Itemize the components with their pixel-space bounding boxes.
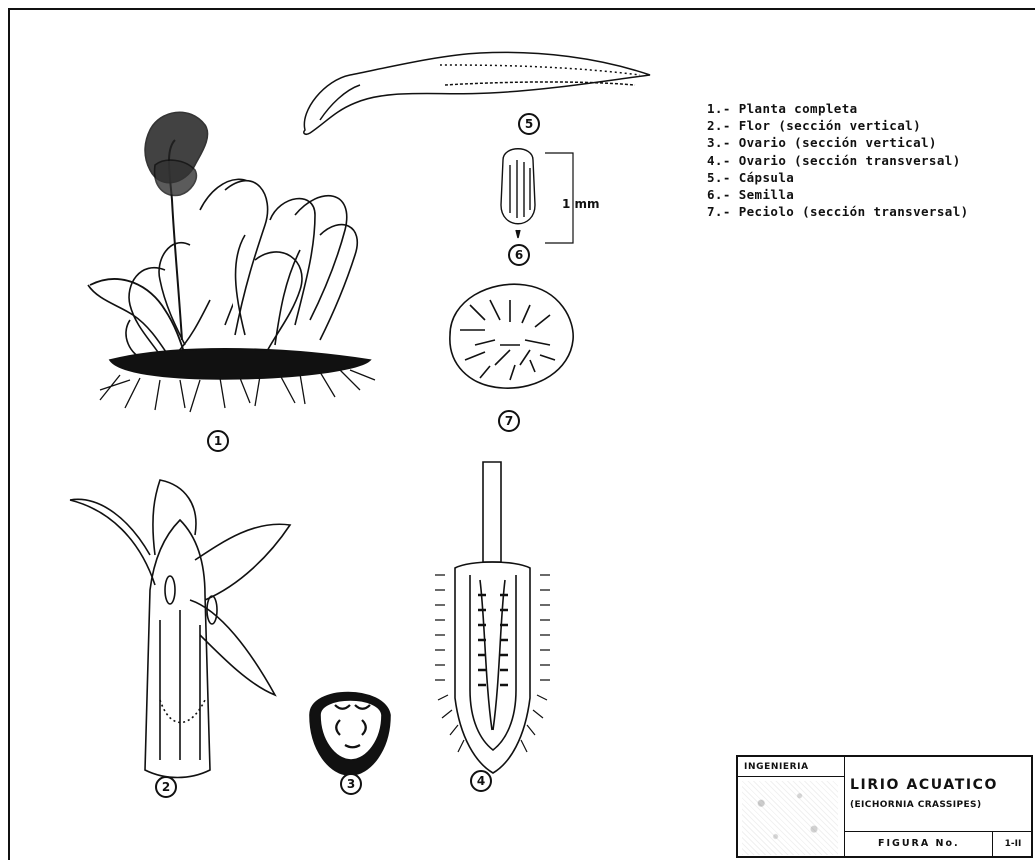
figure-label-7: 7 <box>498 410 520 432</box>
scale-bar-label: 1 mm <box>562 197 600 211</box>
figure-label-3: 3 <box>340 773 362 795</box>
figure-number-row: FIGURA No. 1-II <box>844 831 1033 856</box>
drawing-subtitle: (EICHORNIA CRASSIPES) <box>850 800 981 810</box>
figure-label-1: 1 <box>207 430 229 452</box>
figure-number-label: FIGURA No. <box>878 838 960 849</box>
ovary-transverse-illustration <box>435 462 550 773</box>
legend-item: 2.- Flor (sección vertical) <box>707 117 969 134</box>
title-block-institution-panel: INGENIERIA <box>738 757 845 856</box>
figure-legend: 1.- Planta completa 2.- Flor (sección ve… <box>707 100 969 220</box>
figure-label-2: 2 <box>155 776 177 798</box>
seed-illustration <box>501 149 573 243</box>
capsule-illustration <box>304 52 650 134</box>
figure-label-4: 4 <box>470 770 492 792</box>
figure-label-6: 6 <box>508 244 530 266</box>
legend-item: 4.- Ovario (sección transversal) <box>707 152 969 169</box>
legend-item: 3.- Ovario (sección vertical) <box>707 134 969 151</box>
whole-plant-illustration <box>88 112 375 412</box>
figure-number-value: 1-II <box>992 832 1033 856</box>
legend-item: 6.- Semilla <box>707 186 969 203</box>
institution-label: INGENIERIA <box>738 757 844 777</box>
legend-item: 1.- Planta completa <box>707 100 969 117</box>
figure-label-5: 5 <box>518 113 540 135</box>
institution-seal <box>742 781 838 855</box>
legend-item: 7.- Peciolo (sección transversal) <box>707 203 969 220</box>
petiole-section-illustration <box>450 284 573 388</box>
ovary-vertical-illustration <box>310 693 390 776</box>
title-block: INGENIERIA LIRIO ACUATICO (EICHORNIA CRA… <box>736 755 1033 858</box>
flower-section-illustration <box>70 480 290 778</box>
legend-item: 5.- Cápsula <box>707 169 969 186</box>
drawing-title: LIRIO ACUATICO <box>850 777 998 793</box>
